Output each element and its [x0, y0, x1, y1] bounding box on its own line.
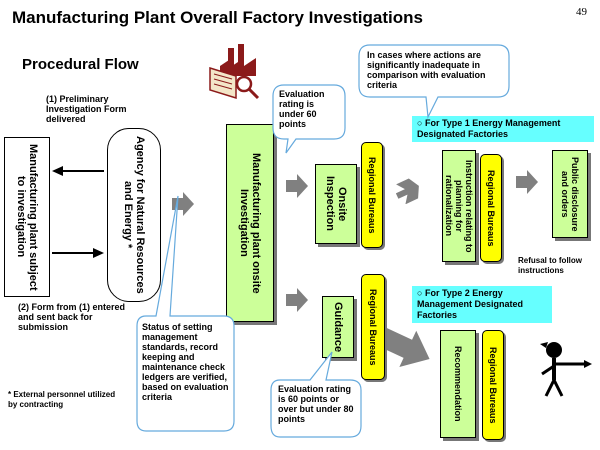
regional-bureaus-label-2: Regional Bureaus — [368, 288, 378, 366]
onsite-inspection-box: Onsite Inspection — [315, 164, 357, 244]
public-disclosure-box: Public disclosure and orders — [552, 150, 588, 238]
regional-bureaus-label-3: Regional Bureaus — [486, 169, 496, 247]
arrow-to-recommendation — [378, 327, 432, 373]
regional-bureaus-box-1: Regional Bureaus — [361, 142, 383, 248]
onsite-investigation-label: Manufacturing plant onsite Investigation — [238, 152, 262, 294]
callout-under-60-text: Evaluation rating is under 60 points — [279, 89, 325, 129]
manufacturing-plant-box: Manufacturing plant subject to investiga… — [4, 137, 50, 297]
type2-circle-icon: ○ — [417, 288, 423, 298]
arrow-to-instruction — [395, 178, 420, 209]
type1-banner: ○ For Type 1 Energy Management Designate… — [412, 116, 594, 142]
callout-inadequate-text: In cases where actions are significantly… — [367, 50, 486, 90]
agency-box: Agency for Natural Resources and Energy … — [107, 128, 161, 302]
guidance-label: Guidance — [332, 301, 344, 353]
manufacturing-plant-label: Manufacturing plant subject to investiga… — [15, 143, 39, 291]
public-disclosure-label: Public disclosure and orders — [560, 156, 580, 232]
page-number: 49 — [576, 6, 587, 18]
regional-bureaus-box-2: Regional Bureaus — [361, 274, 385, 380]
callout-under-60: Evaluation rating is under 60 points — [272, 84, 346, 154]
pointing-person-icon — [534, 338, 594, 398]
regional-bureaus-box-4: Regional Bureaus — [482, 330, 504, 440]
step1-label: (1) Preliminary Investigation Form deliv… — [46, 94, 127, 124]
callout-status-text: Status of setting management standards, … — [142, 322, 229, 402]
arrow-to-agency — [52, 246, 104, 264]
type2-banner: ○ For Type 2 Energy Management Designate… — [412, 286, 552, 323]
onsite-inspection-label: Onsite Inspection — [324, 176, 348, 232]
agency-label: Agency for Natural Resources and Energy … — [122, 136, 146, 294]
regional-bureaus-label-4: Regional Bureaus — [488, 346, 498, 424]
page-title: Manufacturing Plant Overall Factory Inve… — [12, 8, 423, 27]
regional-bureaus-label-1: Regional Bureaus — [367, 156, 377, 234]
instruction-label: Instruction relating to planning for rat… — [444, 159, 474, 253]
type1-circle-icon: ○ — [417, 118, 423, 128]
instruction-box: Instruction relating to planning for rat… — [442, 150, 476, 262]
section-subtitle: Procedural Flow — [22, 56, 139, 73]
factory-inspection-icon — [206, 42, 266, 100]
regional-bureaus-box-3: Regional Bureaus — [480, 154, 502, 262]
callout-status: Status of setting management standards, … — [136, 195, 236, 432]
recommendation-box: Recommendation — [440, 330, 476, 438]
recommendation-label: Recommendation — [453, 346, 463, 422]
type2-label: For Type 2 Energy Management Designated … — [417, 288, 524, 320]
callout-inadequate: In cases where actions are significantly… — [358, 44, 510, 120]
arrow-to-public-disclosure — [516, 170, 538, 199]
arrow-to-plant — [52, 164, 104, 182]
external-note: * External personnel utilized by contrac… — [8, 390, 116, 409]
refusal-label: Refusal to follow instructions — [518, 256, 582, 275]
guidance-box: Guidance — [322, 296, 354, 358]
type1-label: For Type 1 Energy Management Designated … — [417, 118, 561, 139]
callout-over-60-text: Evaluation rating is 60 points or over b… — [278, 384, 354, 424]
arrow-onsite-to-inspection — [286, 174, 308, 203]
arrow-onsite-to-guidance — [286, 288, 308, 317]
step2-label: (2) Form from (1) entered and sent back … — [18, 302, 126, 332]
callout-over-60: Evaluation rating is 60 points or over b… — [270, 351, 362, 438]
onsite-investigation-box: Manufacturing plant onsite Investigation — [226, 124, 274, 322]
